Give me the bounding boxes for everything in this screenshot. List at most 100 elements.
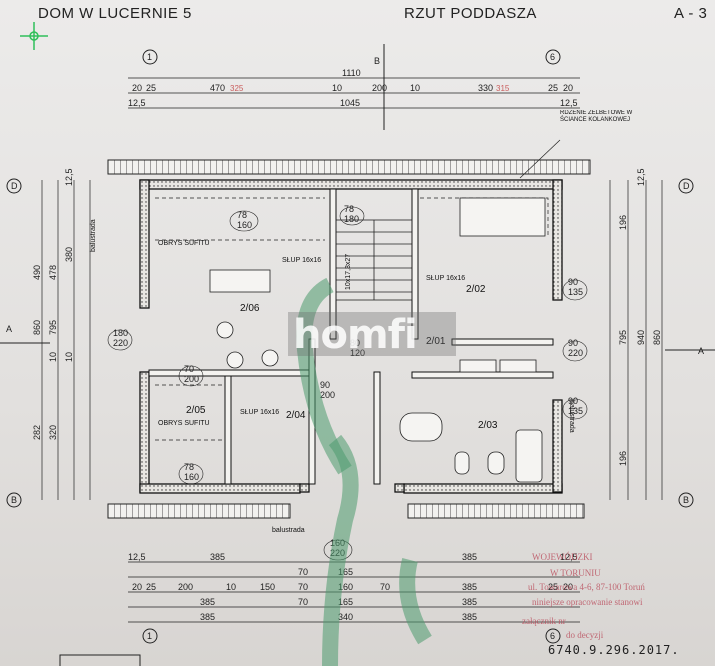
- opening-dim: 90: [568, 277, 578, 287]
- opening-dim: 90: [320, 380, 330, 390]
- dim-bottom: 20: [132, 582, 142, 592]
- section-a-left: A: [6, 324, 12, 334]
- dim-bottom: 385: [462, 582, 477, 592]
- dim-bottom: 70: [298, 582, 308, 592]
- dim-top: 470: [210, 83, 225, 93]
- watermark-logo: homfi: [293, 312, 417, 358]
- opening-dim: 90: [568, 396, 578, 406]
- roof-eave-top: [107, 159, 591, 175]
- opening-dim: 180: [344, 214, 359, 224]
- dim-left: 795: [48, 320, 58, 335]
- stamp-line: do decyzji: [566, 630, 604, 640]
- dim-right: 12,5: [636, 168, 646, 186]
- room-label: 2/02: [466, 284, 486, 295]
- dim-bottom: 12,5: [560, 552, 578, 562]
- furniture: [209, 197, 546, 483]
- balustrade-label: balustrada: [90, 219, 97, 252]
- dim-bottom: 10: [226, 582, 236, 592]
- dim-top: 12,5: [128, 98, 146, 108]
- axis-6-top: 6: [550, 52, 555, 62]
- dim-bottom: 12,5: [128, 552, 146, 562]
- axis-d-right: D: [683, 181, 690, 191]
- dim-bottom: 20: [563, 582, 573, 592]
- opening-dim: 78: [237, 210, 247, 220]
- opening-dim: 70: [184, 364, 194, 374]
- balustrade-label: balustrada: [568, 400, 575, 433]
- roof-eave-bottom-right: [407, 503, 585, 519]
- dim-bottom: 165: [338, 567, 353, 577]
- dim-bottom: 70: [298, 567, 308, 577]
- dim-top: 25: [548, 83, 558, 93]
- svg-text:325: 325: [230, 84, 244, 93]
- axis-d-left: D: [11, 181, 18, 191]
- dim-left: 12,5: [64, 168, 74, 186]
- dim-left: 380: [64, 247, 74, 262]
- dim-bottom: 70: [298, 597, 308, 607]
- dim-bottom: 385: [200, 612, 215, 622]
- approval-stamp: WOJEWÓDZKI W TORUNIU ul. Towarowa 4-6, 8…: [522, 552, 645, 640]
- axis-1-bottom: 1: [147, 631, 152, 641]
- dim-bottom: 385: [462, 597, 477, 607]
- section-b-top: B: [374, 56, 380, 66]
- staircase: [335, 219, 413, 301]
- dim-left: 478: [48, 265, 58, 280]
- room-label: 2/06: [240, 303, 260, 314]
- opening-dim: 80: [350, 338, 360, 348]
- dim-bottom: 385: [210, 552, 225, 562]
- opening-dim: 90: [568, 338, 578, 348]
- room-label: 2/04: [286, 410, 306, 421]
- dim-left: 860: [32, 320, 42, 335]
- dim-bottom: 160: [338, 582, 353, 592]
- dim-top-total: 1110: [342, 68, 361, 78]
- dim-top: 12,5: [560, 98, 578, 108]
- opening-dim: 220: [568, 348, 583, 358]
- crosshair-icon: [20, 22, 48, 50]
- dim-top: 10: [410, 83, 420, 93]
- project-title: DOM W LUCERNIE 5: [38, 5, 192, 22]
- drawing-title: RZUT PODDASZA: [404, 5, 537, 22]
- legend-box: [59, 654, 141, 666]
- dim-left: 10: [48, 352, 58, 362]
- dim-bottom: 165: [338, 597, 353, 607]
- room-label: 2/01: [426, 336, 446, 347]
- case-number: 6740.9.296.2017.: [548, 643, 680, 657]
- opening-dim: 200: [184, 374, 199, 384]
- dim-right: 940: [636, 330, 646, 345]
- dim-bottom: 25: [548, 582, 558, 592]
- dim-top: 330: [478, 83, 493, 93]
- opening-dim: 120: [350, 348, 365, 358]
- room-label: 2/05: [186, 405, 206, 416]
- opening-dim: 135: [568, 406, 583, 416]
- dim-bottom: 385: [200, 597, 215, 607]
- dim-left: 490: [32, 265, 42, 280]
- axis-b-left: B: [11, 495, 17, 505]
- opening-dim: 160: [184, 472, 199, 482]
- section-a-right: A: [698, 346, 704, 356]
- dim-top: 200: [372, 83, 387, 93]
- column-label: SŁUP 16x16: [240, 409, 279, 416]
- core-note: RDZENIE ŻELBETOWE W ŚCIANCE KOLANKOWEJ: [560, 110, 633, 123]
- exterior-walls: [139, 179, 563, 494]
- opening-dim: 78: [344, 204, 354, 214]
- stamp-line: niniejsze opracowanie stanowi: [532, 597, 643, 607]
- axis-b-right: B: [683, 495, 689, 505]
- ceiling-outline-label: OBRYS SUFITU: [158, 420, 210, 427]
- green-stamp-mark: [296, 277, 432, 666]
- opening-dim: 160: [237, 220, 252, 230]
- opening-dim: 135: [568, 287, 583, 297]
- opening-dim: 180: [113, 328, 128, 338]
- dim-right: 196: [618, 215, 628, 230]
- roof-eave-bottom-left: [107, 503, 291, 519]
- dim-bottom: 385: [462, 612, 477, 622]
- ceiling-outline-label: OBRYS SUFITU: [158, 240, 210, 247]
- stamp-line: ul. Towarowa 4-6, 87-100 Toruń: [528, 582, 645, 592]
- opening-dim: 78: [184, 462, 194, 472]
- axis-1-top: 1: [147, 52, 152, 62]
- dim-bottom: 200: [178, 582, 193, 592]
- dim-top: 1045: [340, 98, 360, 108]
- dim-top: 25: [146, 83, 156, 93]
- opening-dim: 220: [113, 338, 128, 348]
- dim-bottom: 150: [260, 582, 275, 592]
